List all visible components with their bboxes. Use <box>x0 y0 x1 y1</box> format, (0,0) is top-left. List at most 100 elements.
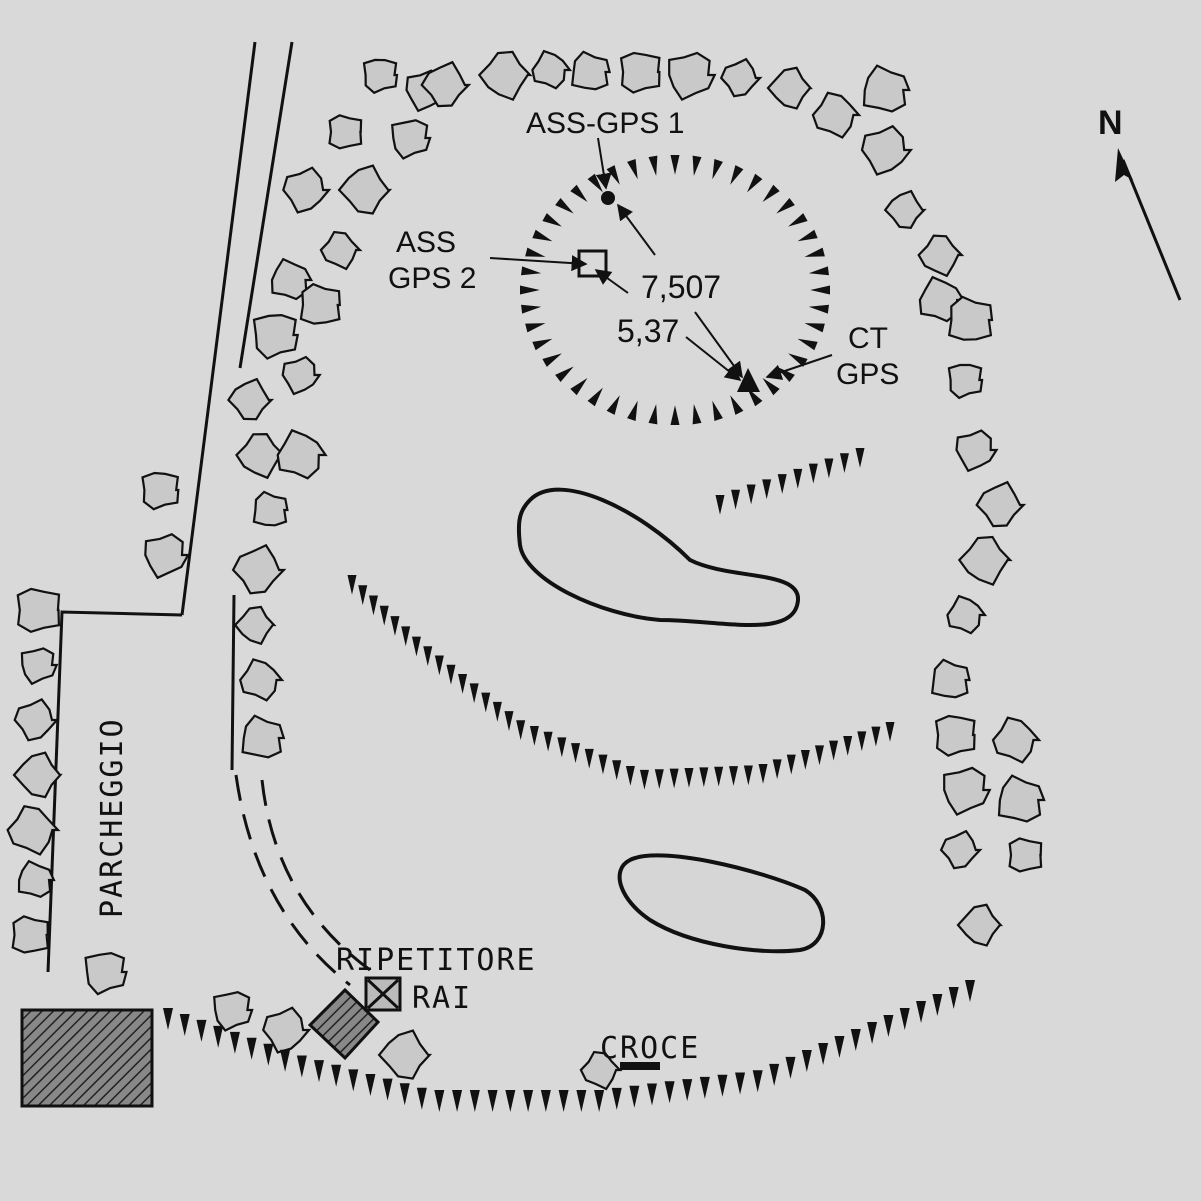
slope-triangle <box>606 395 620 415</box>
slope-triangle <box>839 453 849 474</box>
slope-triangle <box>365 1073 376 1096</box>
tree-symbol <box>1008 837 1043 873</box>
tree-symbol <box>619 51 661 94</box>
ct-gps-marker <box>737 368 760 392</box>
tree-symbol <box>299 282 341 325</box>
tree-symbol <box>241 714 286 759</box>
slope-triangle <box>684 767 694 788</box>
slope-triangle <box>857 731 867 752</box>
tree-symbol <box>319 230 363 271</box>
slope-triangle <box>313 1060 324 1083</box>
slope-triangle <box>788 353 808 367</box>
slope-triangle <box>735 1072 746 1095</box>
slope-triangle <box>399 1083 410 1106</box>
slope-triangle <box>916 1000 927 1023</box>
label-ass-gps-2-line1: ASS <box>396 226 456 259</box>
tree-symbol <box>957 535 1013 586</box>
tree-symbol <box>337 164 393 215</box>
slope-triangle <box>818 1042 829 1065</box>
repeater-building <box>307 987 381 1061</box>
slope-triangle <box>196 1019 207 1042</box>
slope-triangle <box>458 674 468 694</box>
slope-triangle <box>532 338 553 351</box>
slope-triangle <box>730 165 744 185</box>
slope-triangle <box>423 646 433 667</box>
slope-triangle <box>521 304 542 314</box>
slope-triangle <box>540 1090 551 1112</box>
slope-triangle <box>521 266 542 276</box>
tree-symbol <box>16 587 61 633</box>
slope-triangle <box>664 1081 675 1104</box>
tree-symbol <box>956 903 1004 947</box>
slope-triangle <box>358 585 368 606</box>
slope-triangle <box>855 448 865 468</box>
label-cross: CROCE <box>600 1031 700 1066</box>
label-distance-2: 5,37 <box>617 313 679 349</box>
tree-symbol <box>282 166 332 214</box>
tree-symbol <box>719 57 763 98</box>
slope-triangle <box>587 173 603 193</box>
slope-triangle <box>829 740 839 761</box>
slope-triangle <box>834 1035 845 1058</box>
tree-symbol <box>420 60 472 108</box>
slope-triangle <box>401 626 411 647</box>
slope-triangle <box>867 1021 878 1044</box>
slope-triangle <box>932 993 943 1016</box>
tree-symbol <box>947 363 984 400</box>
slope-triangle <box>542 213 562 227</box>
slope-triangle <box>555 198 574 214</box>
slope-triangle <box>570 184 588 203</box>
slope-triangle <box>379 605 389 626</box>
slope-triangle <box>670 155 680 175</box>
slope-triangle <box>699 1076 710 1099</box>
tree-symbol <box>579 1050 623 1091</box>
tree-symbol <box>235 432 287 480</box>
slope-triangle <box>648 155 658 176</box>
slope-triangle <box>850 1028 861 1051</box>
slope-triangle <box>682 1079 693 1102</box>
tree-symbol <box>261 1006 312 1054</box>
tree-symbol <box>930 658 971 699</box>
slope-triangle <box>712 400 723 421</box>
slope-triangle <box>800 749 810 770</box>
tree-symbol <box>860 124 914 176</box>
slope-triangle <box>752 1070 763 1093</box>
slope-triangle <box>382 1078 393 1101</box>
slope-triangle <box>598 754 608 775</box>
slope-triangle <box>452 1090 463 1112</box>
tree-symbol <box>20 647 59 686</box>
pond-large <box>516 487 801 627</box>
slope-triangle <box>743 765 753 786</box>
tree-symbol <box>144 532 190 580</box>
slope-triangle <box>542 353 562 367</box>
slope-triangle <box>824 458 834 479</box>
slope-triangle <box>612 760 622 781</box>
slope-triangle <box>558 1090 569 1112</box>
tree-symbol <box>231 543 287 595</box>
slope-triangle <box>446 664 456 685</box>
label-ct-gps-line1: CT <box>848 322 888 355</box>
slope-triangle <box>594 1090 605 1112</box>
label-repeater-line1: RIPETITORE <box>336 943 537 978</box>
slope-triangle <box>543 731 553 752</box>
slope-triangle <box>611 1087 622 1110</box>
slope-triangle <box>714 766 724 787</box>
slope-triangle <box>504 711 514 731</box>
slope-triangle <box>808 463 818 484</box>
slope-triangle <box>179 1013 190 1036</box>
slope-triangle <box>246 1037 257 1060</box>
tree-symbol <box>571 50 612 91</box>
slope-triangle <box>699 767 709 788</box>
slope-triangle <box>576 1090 587 1112</box>
tree-symbol <box>213 991 254 1032</box>
slope-triangle <box>639 769 649 790</box>
label-ass-gps-2-line2: GPS 2 <box>388 262 476 295</box>
tree-symbol <box>668 51 717 102</box>
slope-triangle <box>843 735 853 756</box>
slope-triangle <box>804 247 825 257</box>
slope-triangle <box>213 1025 224 1048</box>
label-north: N <box>1098 104 1123 142</box>
slope-triangle <box>762 479 772 500</box>
slope-triangle <box>646 1083 657 1106</box>
tree-symbol <box>233 605 277 646</box>
